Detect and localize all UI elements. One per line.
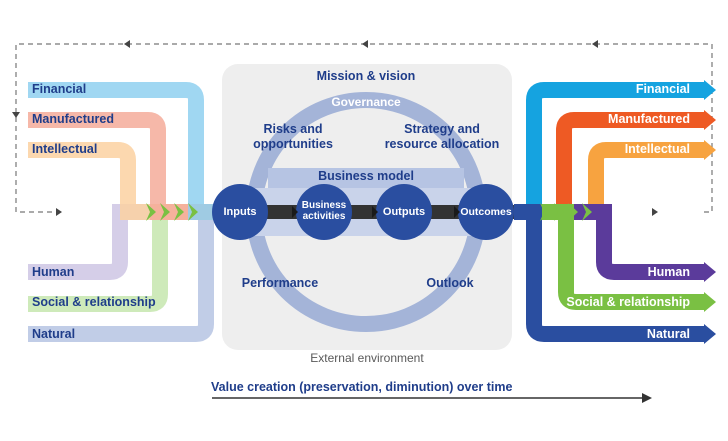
output-chevron-1 <box>540 203 550 221</box>
input-label-human: Human <box>32 265 75 279</box>
loop-arrowhead-3 <box>592 40 598 48</box>
business-activities-node <box>296 184 352 240</box>
process-flow-bar <box>214 205 514 219</box>
risks-opportunities-label: Risks and opportunities <box>238 122 348 152</box>
output-label-financial: Financial <box>635 82 690 96</box>
band-manufactured-in <box>28 112 222 220</box>
value-creation-arrowhead <box>642 393 652 403</box>
business-model-label: Business model <box>318 169 414 183</box>
input-chevron-3 <box>174 203 184 221</box>
band-social-in <box>28 204 222 312</box>
outcomes-node <box>458 184 514 240</box>
input-label-intellectual: Intellectual <box>32 142 98 156</box>
left-capital-bands <box>28 82 222 342</box>
output-chevron-4 <box>582 203 592 221</box>
loop-arrowhead-6 <box>652 208 658 216</box>
band-financial-in <box>28 82 222 220</box>
band-intellectual-out <box>514 142 704 220</box>
input-label-social: Social & relationship <box>32 295 156 309</box>
band-human-in <box>28 204 222 280</box>
input-chevron-1 <box>146 203 156 221</box>
activities-line-1: Business <box>301 200 347 211</box>
outcomes-node-label: Outcomes <box>460 206 512 218</box>
flow-arrowhead-1 <box>292 206 298 218</box>
flow-arrowhead-3 <box>454 206 460 218</box>
value-creation-label: Value creation (preservation, diminution… <box>211 380 513 394</box>
outputs-node-label: Outputs <box>382 206 426 218</box>
output-arrowhead-natural <box>704 324 716 344</box>
output-label-natural: Natural <box>646 327 690 341</box>
output-label-intellectual: Intellectual <box>624 142 690 156</box>
band-natural-in <box>28 204 222 342</box>
output-arrowhead-human <box>704 262 716 282</box>
external-environment-label: External environment <box>310 351 424 365</box>
band-natural-out <box>514 204 704 342</box>
inputs-node-label: Inputs <box>223 206 257 218</box>
flow-arrowhead-2 <box>372 206 378 218</box>
output-chevron-2 <box>554 203 564 221</box>
performance-label: Performance <box>241 276 319 290</box>
output-arrowhead-intellectual <box>704 140 716 160</box>
loop-arrowhead-5 <box>56 208 62 216</box>
input-label-financial: Financial <box>32 82 87 96</box>
output-chevron-3 <box>568 203 578 221</box>
output-arrowhead-social <box>704 292 716 312</box>
strategy-allocation-label: Strategy and resource allocation <box>378 122 506 152</box>
band-human-out <box>514 204 704 280</box>
loop-arrowhead-4 <box>12 112 20 118</box>
output-arrowhead-manufactured <box>704 110 716 130</box>
input-label-natural: Natural <box>32 327 76 341</box>
strategy-line-2: resource allocation <box>384 137 500 151</box>
risks-line-1: Risks and <box>263 122 323 136</box>
inputs-node <box>212 184 268 240</box>
output-label-human: Human <box>647 265 690 279</box>
input-chevron-2 <box>160 203 170 221</box>
risks-line-2: opportunities <box>253 137 333 151</box>
output-label-social: Social & relationship <box>566 295 690 309</box>
input-chevron-4 <box>188 203 198 221</box>
output-arrowhead-financial <box>704 80 716 100</box>
mission-vision-label: Mission & vision <box>316 69 416 83</box>
activities-line-2: activities <box>302 211 346 222</box>
governance-label: Governance <box>331 95 401 109</box>
loop-arrowhead-1 <box>124 40 130 48</box>
right-capital-bands <box>514 80 716 344</box>
loop-arrowhead-2 <box>362 40 368 48</box>
band-intellectual-in <box>28 142 222 220</box>
outputs-node <box>376 184 432 240</box>
outlook-label: Outlook <box>426 276 474 290</box>
band-financial-out <box>514 82 704 220</box>
band-manufactured-out <box>514 112 704 220</box>
band-social-out <box>514 204 704 310</box>
business-activities-node-label: Business activities <box>296 200 352 222</box>
business-model-band <box>268 168 464 188</box>
output-label-manufactured: Manufactured <box>608 112 690 126</box>
strategy-line-1: Strategy and <box>404 122 480 136</box>
input-label-manufactured: Manufactured <box>32 112 114 126</box>
